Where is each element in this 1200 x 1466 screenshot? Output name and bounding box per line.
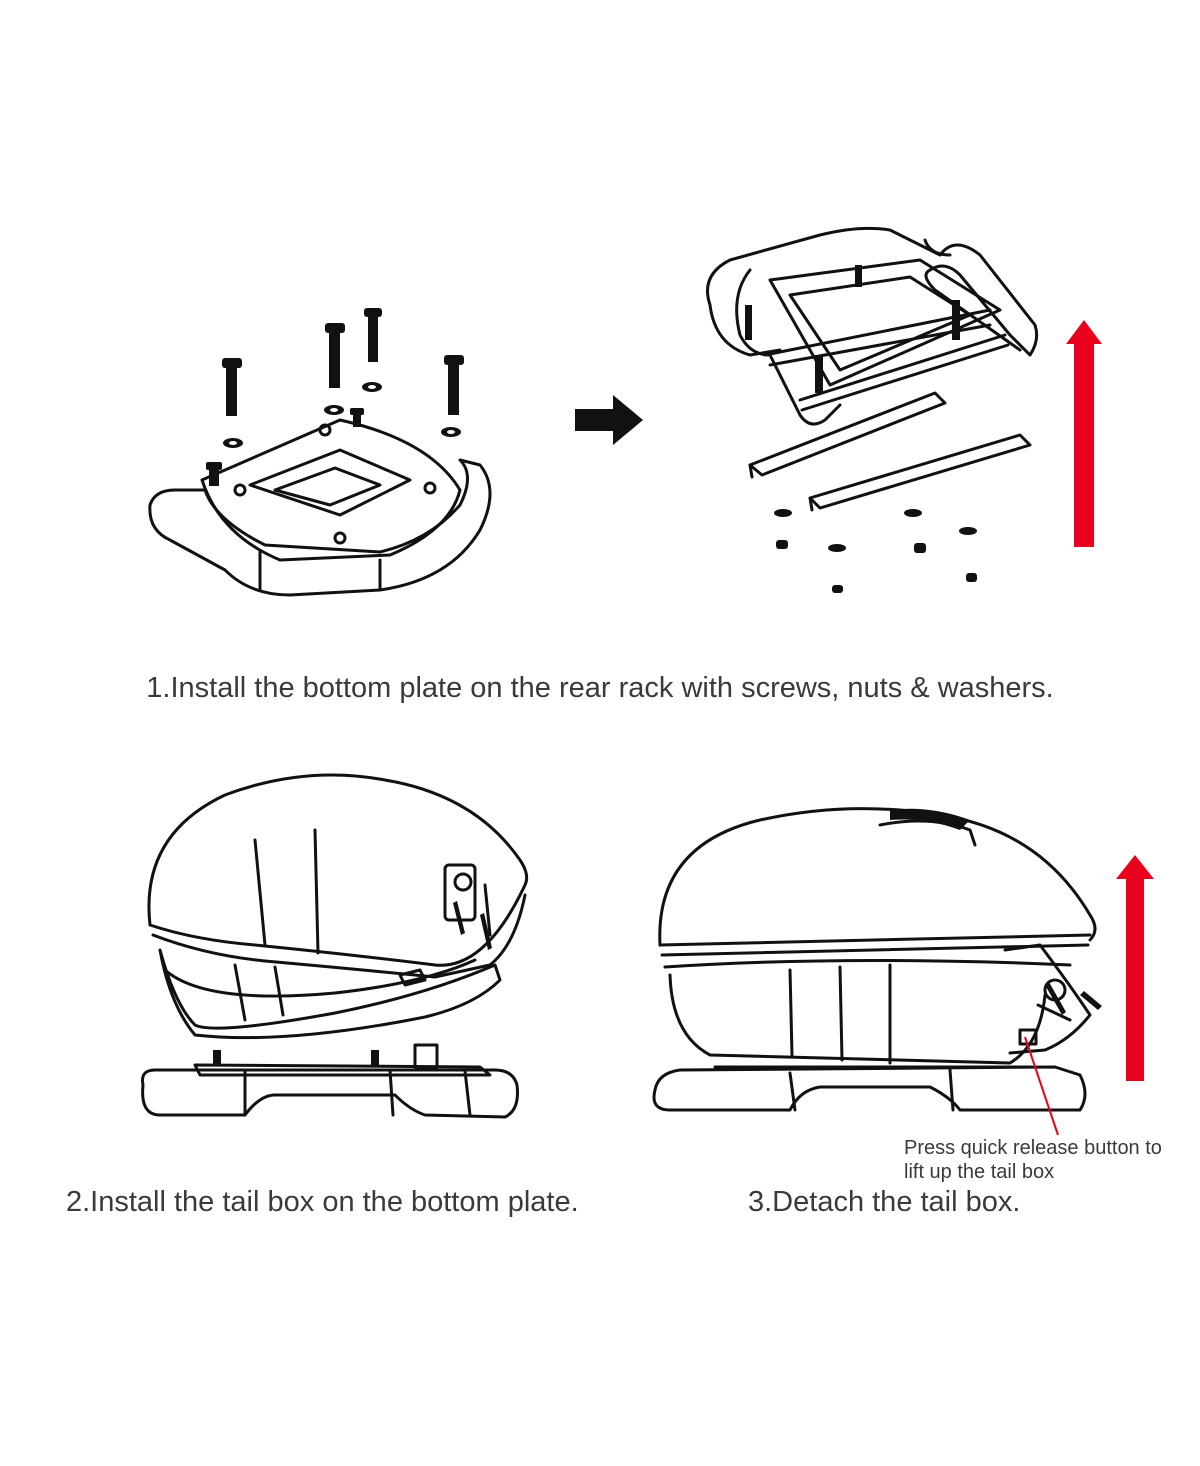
tail-box-detach-illustration xyxy=(652,807,1102,1136)
rack-underside-illustration xyxy=(706,226,1039,593)
step-2-caption: 2.Install the tail box on the bottom pla… xyxy=(66,1186,579,1218)
step-3-caption: 3.Detach the tail box. xyxy=(748,1186,1021,1218)
up-arrow-icon xyxy=(1116,855,1154,1081)
tail-box-install-illustration xyxy=(141,773,529,1119)
quick-release-note: Press quick release button to lift up th… xyxy=(904,1136,1162,1184)
quick-release-note-line: Press quick release button to xyxy=(904,1137,1162,1159)
right-arrow-icon xyxy=(575,395,643,445)
rack-with-screws-illustration xyxy=(148,308,492,597)
quick-release-note-line: lift up the tail box xyxy=(904,1161,1055,1183)
up-arrow-icon xyxy=(1066,320,1102,547)
step-1-caption: 1.Install the bottom plate on the rear r… xyxy=(146,672,1054,704)
